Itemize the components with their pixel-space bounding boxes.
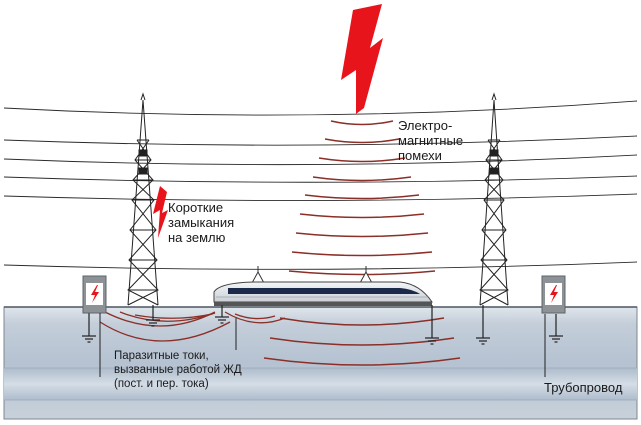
power-lines [3, 100, 638, 270]
pipeline-label: Трубопровод [544, 380, 623, 395]
high-voltage-sign-icon-left [82, 275, 107, 316]
em-interference-line-1: Электро- [398, 118, 453, 133]
pylon-icon-right [479, 92, 509, 306]
pylon-icon-left [127, 92, 159, 306]
em-interference-line-2: магнитные [398, 133, 464, 148]
lightning-bolt-icon-small [153, 186, 168, 238]
stray-currents-label: Паразитные токи, вызванные работой ЖД (п… [114, 349, 242, 391]
em-interference-label: Электро- магнитные помехи [398, 118, 463, 163]
short-circuit-line-3: на землю [168, 230, 226, 245]
stray-currents-line-3: (пост. и пер. тока) [114, 378, 209, 390]
stray-current-lines [99, 311, 286, 342]
high-voltage-sign-icon-right [541, 275, 566, 314]
short-circuit-label: Короткие замыкания на землю [168, 200, 234, 245]
ground-symbol-icons [82, 305, 563, 345]
stray-currents-line-2: вызванные работой ЖД [114, 364, 242, 376]
train-icon [213, 266, 433, 306]
short-circuit-line-1: Короткие [168, 200, 224, 215]
stray-currents-leader [99, 314, 546, 377]
pipeline [4, 368, 637, 400]
stray-currents-line-1: Паразитные токи, [114, 350, 209, 362]
em-interference-line-3: помехи [398, 148, 442, 163]
short-circuit-line-2: замыкания [168, 215, 235, 230]
lightning-bolt-icon-large [341, 4, 383, 114]
